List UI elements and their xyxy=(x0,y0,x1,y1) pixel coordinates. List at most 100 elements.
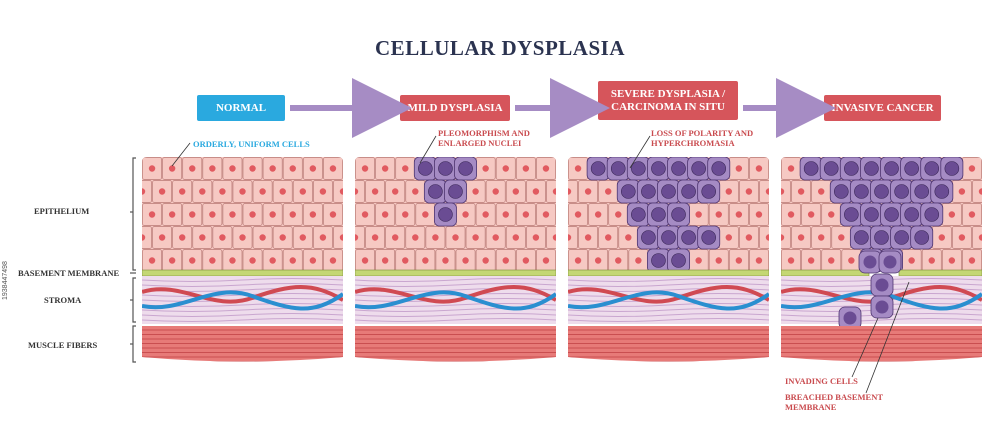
cell xyxy=(142,180,152,203)
abnormal-nucleus xyxy=(661,230,676,245)
cell-nucleus xyxy=(259,188,266,195)
cell-nucleus xyxy=(735,165,743,172)
cell-nucleus xyxy=(522,257,530,264)
cell-nucleus xyxy=(848,257,855,264)
abnormal-nucleus xyxy=(874,230,889,245)
cell-nucleus xyxy=(412,234,419,241)
abnormal-nucleus xyxy=(701,184,717,199)
cell-nucleus xyxy=(371,234,379,241)
leader-lines xyxy=(171,135,910,394)
cell-nucleus xyxy=(605,188,612,195)
cell-nucleus xyxy=(958,188,966,195)
page-title: CELLULAR DYSPLASIA xyxy=(375,36,625,60)
cell-nucleus xyxy=(432,234,439,241)
label-muscle-fibers: MUSCLE FIBERS xyxy=(28,340,98,350)
abnormal-nucleus xyxy=(631,161,646,176)
abnormal-nucleus xyxy=(934,184,950,199)
cell-nucleus xyxy=(371,188,379,195)
cell-nucleus xyxy=(968,211,976,218)
cell-nucleus xyxy=(229,257,236,264)
abnormal-nucleus xyxy=(438,161,453,176)
abnormal-nucleus xyxy=(428,184,443,199)
abnormal-nucleus xyxy=(894,230,909,245)
abnormal-nucleus xyxy=(681,184,696,199)
cell-nucleus xyxy=(492,234,499,241)
cell-nucleus xyxy=(542,211,550,218)
cell-nucleus xyxy=(402,257,409,264)
cell-nucleus xyxy=(568,234,572,241)
abnormal-nucleus xyxy=(458,161,473,176)
cell-nucleus xyxy=(289,257,296,264)
cell-nucleus xyxy=(695,211,702,218)
abnormal-nucleus xyxy=(641,184,656,199)
cell-nucleus xyxy=(355,234,359,241)
cell-nucleus xyxy=(765,188,769,195)
cell-nucleus xyxy=(209,165,216,172)
cell-nucleus xyxy=(989,165,995,171)
cell xyxy=(333,180,343,203)
cell-nucleus xyxy=(129,165,135,171)
cell-nucleus xyxy=(148,211,156,218)
cell-nucleus xyxy=(299,188,306,195)
cell-nucleus xyxy=(605,234,612,241)
cell-nucleus xyxy=(199,188,206,195)
abnormal-nucleus xyxy=(651,207,666,222)
cell-nucleus xyxy=(532,234,540,241)
basement-membrane xyxy=(898,269,982,277)
cell-nucleus xyxy=(938,234,945,241)
cell-nucleus xyxy=(797,188,805,195)
cell-nucleus xyxy=(402,165,409,172)
basement-membrane xyxy=(142,269,343,277)
cell-nucleus xyxy=(594,211,602,218)
cell-nucleus xyxy=(361,257,369,264)
cell-nucleus xyxy=(279,188,286,195)
stage-severe-dysplasia: SEVERE DYSPLASIA / CARCINOMA IN SITU xyxy=(598,81,738,120)
invading-nucleus xyxy=(875,278,889,292)
cell-nucleus xyxy=(381,257,389,264)
cell-nucleus xyxy=(958,234,966,241)
cell-nucleus xyxy=(781,234,785,241)
cell-nucleus xyxy=(361,211,369,218)
cell-nucleus xyxy=(249,165,256,172)
cell-nucleus xyxy=(715,211,722,218)
cell-nucleus xyxy=(615,257,622,264)
abnormal-nucleus xyxy=(864,161,879,176)
abnormal-nucleus xyxy=(641,230,656,245)
cell-nucleus xyxy=(142,188,146,195)
cell xyxy=(759,226,769,249)
cell-nucleus xyxy=(735,257,743,264)
cell-nucleus xyxy=(532,188,540,195)
cell-nucleus xyxy=(462,211,469,218)
abnormal-nucleus xyxy=(924,207,940,222)
cell-nucleus xyxy=(452,234,459,241)
abnormal-nucleus xyxy=(671,207,686,222)
cell-nucleus xyxy=(269,165,276,172)
panel-1 xyxy=(355,157,556,362)
invading-nucleus xyxy=(863,255,877,269)
invading-nucleus xyxy=(875,300,889,314)
cell-nucleus xyxy=(765,234,769,241)
cell-nucleus xyxy=(249,211,256,218)
cell xyxy=(972,226,982,249)
cell-nucleus xyxy=(129,257,135,263)
cell-nucleus xyxy=(615,211,622,218)
cell-nucleus xyxy=(148,257,156,264)
abnormal-nucleus xyxy=(854,230,869,245)
abnormal-nucleus xyxy=(448,184,463,199)
annotation-breached-membrane: BREACHED BASEMENT MEMBRANE xyxy=(785,392,883,412)
cell-nucleus xyxy=(635,257,642,264)
cell-nucleus xyxy=(807,211,815,218)
cell-nucleus xyxy=(978,188,982,195)
abnormal-nucleus xyxy=(944,161,960,176)
cell-nucleus xyxy=(412,188,419,195)
cell-nucleus xyxy=(787,257,795,264)
cell xyxy=(993,181,1000,203)
vein xyxy=(781,290,982,311)
label-epithelium: EPITHELIUM xyxy=(34,206,90,216)
cell-nucleus xyxy=(361,165,369,172)
cell-nucleus xyxy=(319,234,327,241)
cell-nucleus xyxy=(472,188,479,195)
cell-nucleus xyxy=(574,165,582,172)
cell-nucleus xyxy=(725,188,732,195)
cell-nucleus xyxy=(512,188,519,195)
